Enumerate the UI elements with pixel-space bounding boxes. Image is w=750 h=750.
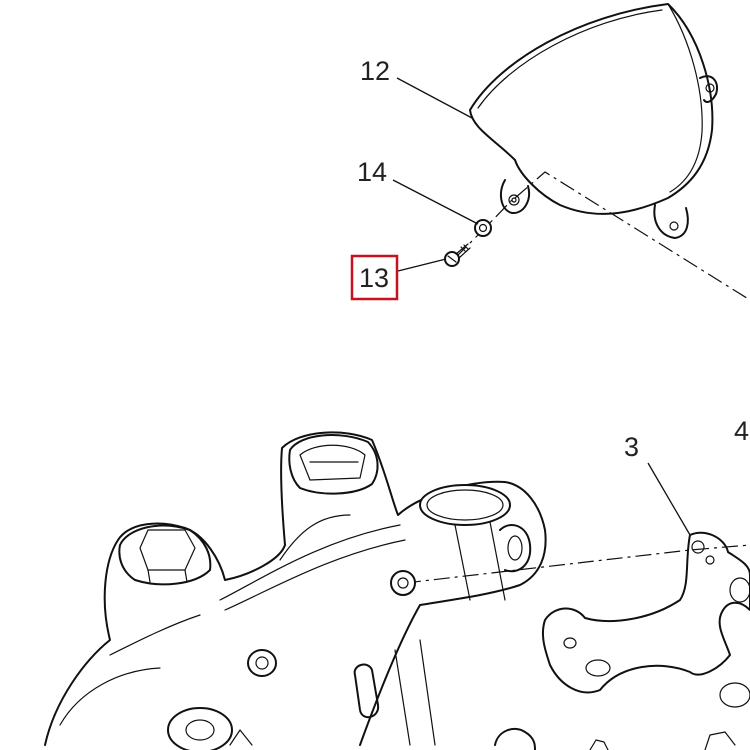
callout-4: 4 [734, 416, 749, 446]
upper-triple-clamp [44, 431, 547, 750]
leader-line-13 [397, 258, 447, 272]
callout-13: 13 [359, 263, 389, 293]
callout-13-highlight-box [350, 254, 399, 301]
leader-line-14 [392, 179, 479, 225]
leader-line-12 [396, 77, 473, 119]
leader-line-3 [647, 462, 691, 536]
part-13-screw [444, 243, 471, 267]
part-12-instrument-cover [469, 3, 718, 239]
callout-12: 12 [360, 56, 390, 86]
callout-3: 3 [624, 432, 639, 462]
assembly-axis-line-cover [514, 171, 750, 301]
part-14-washer [474, 219, 492, 237]
part-3-bracket [541, 531, 750, 708]
assembly-axis-line-bracket [404, 544, 750, 584]
lower-misc-parts [494, 727, 736, 750]
callout-14: 14 [357, 157, 387, 187]
